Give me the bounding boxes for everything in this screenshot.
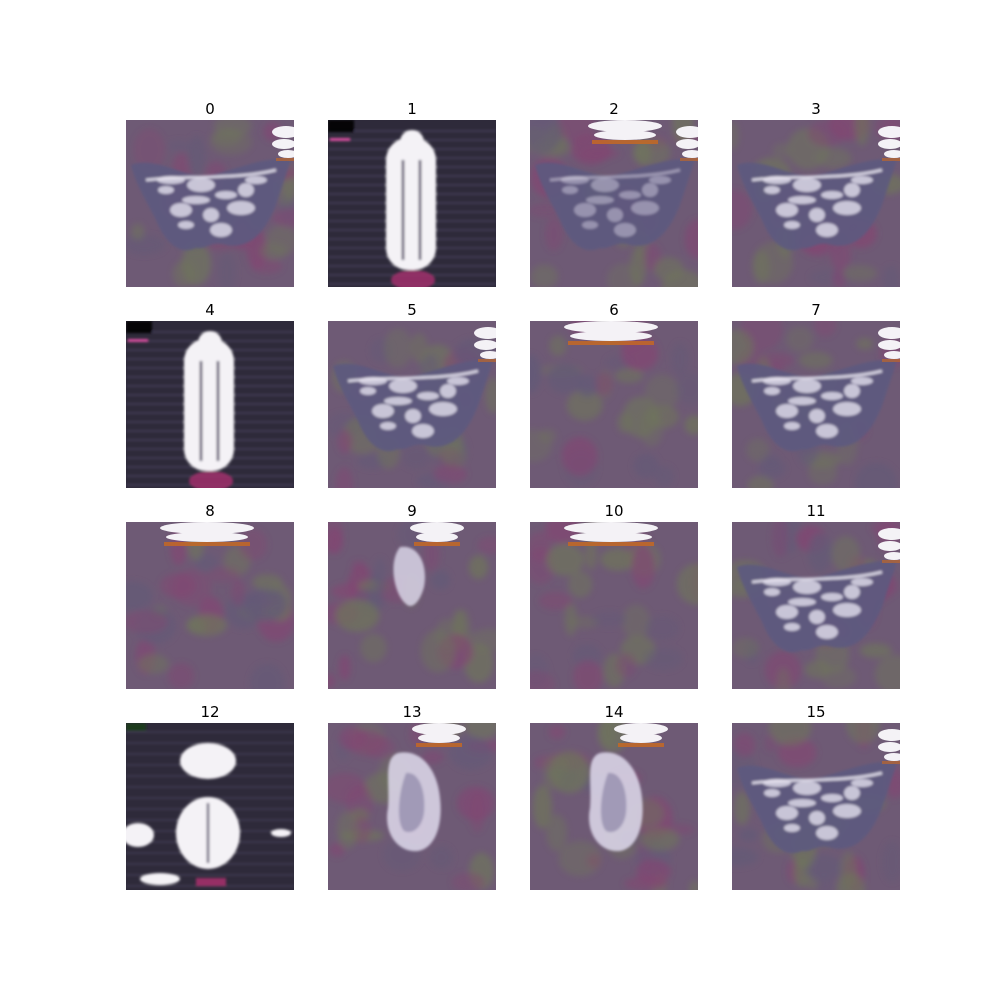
panel-title: 3 [811, 100, 821, 118]
panel-title: 6 [609, 301, 619, 319]
feature-map-image [126, 321, 294, 488]
feature-map-image [328, 120, 496, 287]
panel-12: 12 [126, 702, 294, 892]
panel-15: 15 [732, 702, 900, 892]
feature-map-svg [732, 321, 900, 488]
panel-10: 10 [530, 501, 698, 691]
panel-3: 3 [732, 99, 900, 289]
panel-9: 9 [328, 501, 496, 691]
feature-map-image [126, 120, 294, 287]
panel-7: 7 [732, 300, 900, 490]
panel-title: 12 [200, 703, 220, 721]
feature-map-svg [328, 723, 496, 890]
panel-title: 10 [604, 502, 624, 520]
panel-title: 8 [205, 502, 215, 520]
feature-map-svg [530, 321, 698, 488]
panel-title: 4 [205, 301, 215, 319]
panel-title: 5 [407, 301, 417, 319]
panel-13: 13 [328, 702, 496, 892]
feature-map-svg [732, 723, 900, 890]
panel-title: 14 [604, 703, 624, 721]
feature-map-svg [126, 321, 294, 488]
panel-4: 4 [126, 300, 294, 490]
panel-11: 11 [732, 501, 900, 691]
panel-title: 2 [609, 100, 619, 118]
panel-title: 11 [806, 502, 826, 520]
panel-title: 7 [811, 301, 821, 319]
panel-8: 8 [126, 501, 294, 691]
feature-map-image [732, 321, 900, 488]
panel-title: 0 [205, 100, 215, 118]
feature-map-image [732, 120, 900, 287]
feature-map-image [530, 723, 698, 890]
feature-map-image [732, 522, 900, 689]
feature-map-svg [328, 321, 496, 488]
feature-map-image [126, 723, 294, 890]
feature-map-svg [530, 522, 698, 689]
panel-title: 1 [407, 100, 417, 118]
panel-5: 5 [328, 300, 496, 490]
feature-map-image [530, 522, 698, 689]
feature-map-image [328, 723, 496, 890]
panel-title: 15 [806, 703, 826, 721]
feature-map-svg [328, 522, 496, 689]
panel-title: 13 [402, 703, 422, 721]
panel-1: 1 [328, 99, 496, 289]
feature-map-svg [530, 120, 698, 287]
feature-map-svg [530, 723, 698, 890]
panel-title: 9 [407, 502, 417, 520]
feature-map-svg [328, 120, 496, 287]
panel-0: 0 [126, 99, 294, 289]
feature-map-svg [126, 522, 294, 689]
feature-map-image [126, 522, 294, 689]
feature-map-image [328, 522, 496, 689]
feature-map-svg [732, 522, 900, 689]
panel-2: 2 [530, 99, 698, 289]
feature-map-svg [732, 120, 900, 287]
feature-map-image [732, 723, 900, 890]
feature-map-image [530, 321, 698, 488]
feature-map-svg [126, 723, 294, 890]
panel-6: 6 [530, 300, 698, 490]
feature-map-image [530, 120, 698, 287]
panel-14: 14 [530, 702, 698, 892]
feature-map-image [328, 321, 496, 488]
feature-map-svg [126, 120, 294, 287]
